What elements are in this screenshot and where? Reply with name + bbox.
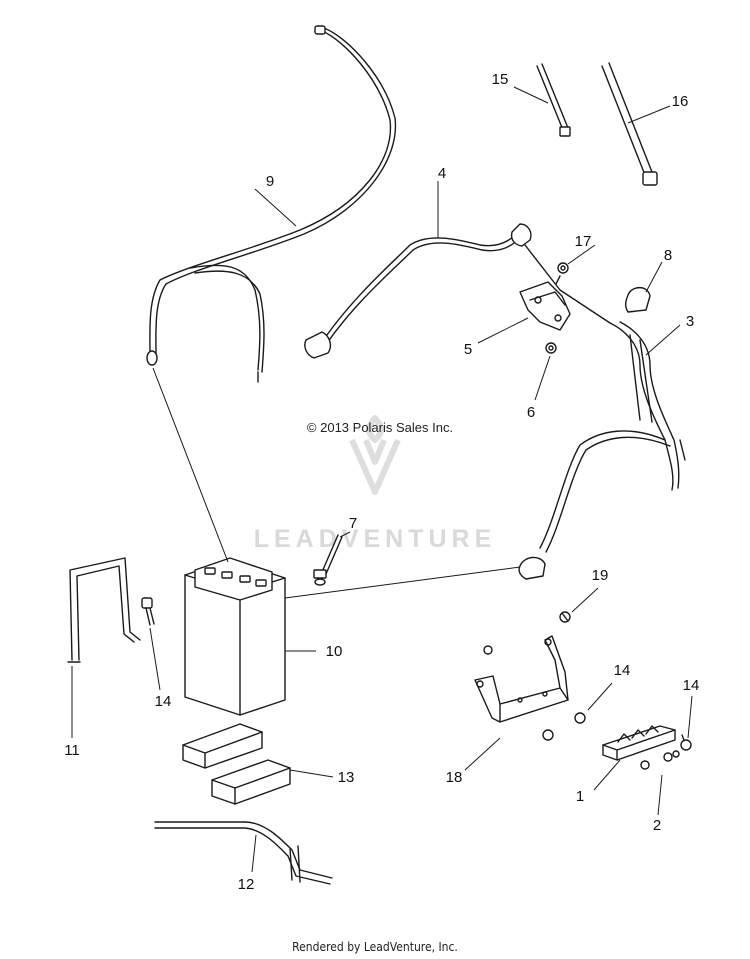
callout-5: 5 <box>464 341 472 358</box>
callout-11: 11 <box>64 742 80 759</box>
footer-text: Rendered by LeadVenture, Inc. <box>292 940 458 954</box>
callout-18: 18 <box>446 769 463 786</box>
callout-16: 16 <box>672 93 689 110</box>
callout-12: 12 <box>238 876 255 893</box>
part-7-bolt <box>313 534 343 586</box>
callout-19: 19 <box>592 567 609 584</box>
part-4-cable <box>304 223 611 359</box>
callout-numbers: 9 4 15 16 17 8 3 5 6 7 19 10 14 11 13 12… <box>64 71 699 893</box>
callout-13: 13 <box>338 769 355 786</box>
part-6-nut <box>545 342 557 354</box>
part-10-battery <box>184 557 286 716</box>
callout-4: 4 <box>438 165 446 182</box>
part-13-pads <box>182 723 291 805</box>
callout-1: 1 <box>576 788 584 805</box>
part-17-nut <box>557 262 569 274</box>
callout-14-right: 14 <box>683 677 700 694</box>
part-9-battery-cable <box>146 25 397 383</box>
part-16-tie-strap <box>601 62 658 186</box>
part-5-switch <box>519 275 571 331</box>
copyright-text: © 2013 Polaris Sales Inc. <box>307 420 453 435</box>
watermark-text: LEADVENTURE <box>254 525 497 553</box>
part-12-bracket <box>154 821 333 885</box>
callout-7: 7 <box>349 515 357 532</box>
part-1-terminal-block <box>602 725 676 761</box>
part-8-boot <box>625 286 651 313</box>
callout-10: 10 <box>326 643 343 660</box>
part-18-bracket <box>474 635 569 723</box>
watermark-logo <box>349 415 401 495</box>
callout-14-left: 14 <box>155 693 172 710</box>
part-14-bolt-left <box>141 597 155 626</box>
part-19-bolt <box>559 611 571 623</box>
part-2-nuts <box>640 750 680 770</box>
part-15-tie-strap <box>536 63 571 137</box>
callout-2: 2 <box>653 817 661 834</box>
part-14-bolts-middle <box>542 712 586 741</box>
part-11-strap <box>67 557 141 663</box>
callout-14-middle: 14 <box>614 662 631 679</box>
part-3-cable <box>518 321 686 580</box>
part-14-screw-right <box>680 734 692 751</box>
callout-8: 8 <box>664 247 672 264</box>
leader-lines <box>71 86 693 873</box>
callout-17: 17 <box>575 233 592 250</box>
callout-3: 3 <box>686 313 694 330</box>
callout-15: 15 <box>492 71 509 88</box>
callout-9: 9 <box>266 173 274 190</box>
callout-6: 6 <box>527 404 535 421</box>
